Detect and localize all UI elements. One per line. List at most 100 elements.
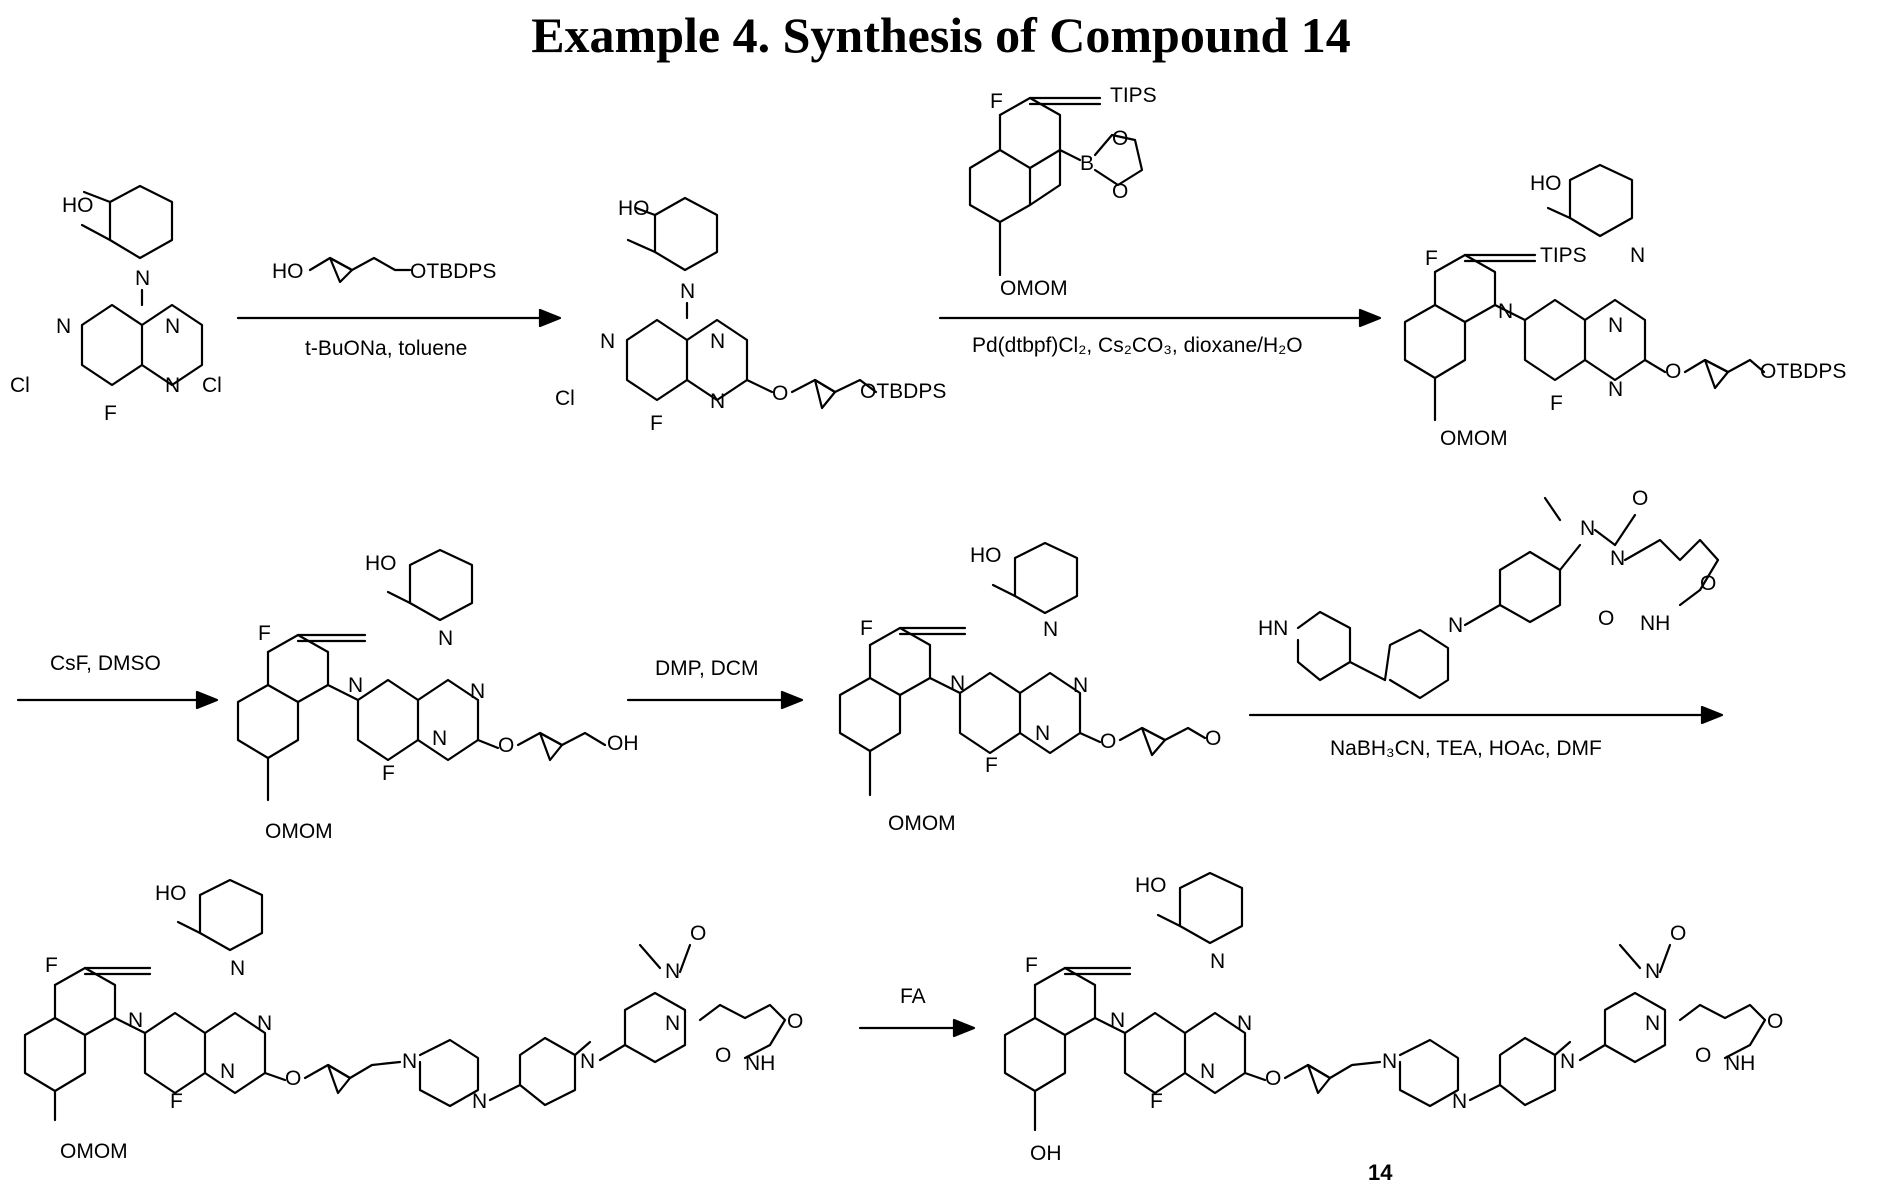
atom-label: O — [1665, 360, 1681, 383]
compound-14: HO N F N N N F O N N N N N O O O NH — [1005, 873, 1783, 1185]
atom-label: O — [1700, 572, 1716, 595]
atom-label: OMOM — [888, 812, 956, 835]
atom-label: NH — [1725, 1052, 1755, 1075]
step-5-label: NaBH₃CN, TEA, HOAc, DMF — [1330, 737, 1602, 760]
atom-label: F — [382, 762, 395, 785]
atom-label: N — [1382, 1050, 1397, 1073]
atom-label: OTBDPS — [860, 380, 946, 403]
atom-label: OMOM — [265, 820, 333, 843]
boronate-reagent: F TIPS B O O OMOM — [970, 84, 1157, 300]
atom-label: N — [1210, 950, 1225, 973]
atom-label: Cl — [555, 387, 575, 410]
atom-label: F — [170, 1090, 183, 1113]
atom-label: O — [787, 1010, 803, 1033]
atom-label: O — [1670, 922, 1686, 945]
atom-label: N — [128, 1009, 143, 1032]
atom-label: HO — [1530, 172, 1562, 195]
step-3-label: CsF, DMSO — [50, 652, 161, 675]
atom-label: N — [1200, 1060, 1215, 1083]
intermediate-4: HO N F N N N F O O OMOM — [840, 543, 1221, 835]
step-6-label: FA — [900, 985, 926, 1008]
atom-label: N — [580, 1050, 595, 1073]
atom-label: N — [1073, 674, 1088, 697]
atom-label: O — [1767, 1010, 1783, 1033]
step-2-label: Pd(dtbpf)Cl₂, Cs₂CO₃, dioxane/H₂O — [972, 334, 1303, 357]
atom-label: O — [1100, 730, 1116, 753]
atom-label: N — [230, 957, 245, 980]
atom-label: N — [1608, 314, 1623, 337]
atom-label: O — [1112, 180, 1128, 203]
atom-label: N — [472, 1090, 487, 1113]
atom-label: HO — [970, 544, 1002, 567]
atom-label: F — [258, 622, 271, 645]
reaction-arrow-5: NaBH₃CN, TEA, HOAc, DMF — [1250, 707, 1722, 760]
atom-label: NH — [745, 1052, 775, 1075]
atom-label: F — [860, 617, 873, 640]
reaction-arrow-1: HO OTBDPS t-BuONa, toluene — [238, 258, 560, 360]
atom-label: OH — [1030, 1142, 1062, 1165]
intermediate-1: HO N N N N Cl F O OTBDPS — [555, 197, 946, 435]
atom-label: N — [1645, 960, 1660, 983]
atom-label: NH — [1640, 612, 1670, 635]
reaction-arrow-2: Pd(dtbpf)Cl₂, Cs₂CO₃, dioxane/H₂O — [940, 310, 1380, 357]
atom-label: O — [772, 382, 788, 405]
atom-label: Cl — [10, 374, 30, 397]
atom-label: HO — [365, 552, 397, 575]
atom-label: TIPS — [1110, 84, 1157, 107]
atom-label: N — [1645, 1012, 1660, 1035]
atom-label: O — [1265, 1067, 1281, 1090]
atom-label: N — [1237, 1012, 1252, 1035]
atom-label: N — [402, 1050, 417, 1073]
atom-label: HN — [1258, 617, 1288, 640]
atom-label: N — [1608, 378, 1623, 401]
atom-label: N — [1035, 722, 1050, 745]
atom-label: N — [1610, 547, 1625, 570]
atom-label: OTBDPS — [1760, 360, 1846, 383]
atom-label: HO — [155, 882, 187, 905]
reaction-arrow-3: CsF, DMSO — [18, 652, 217, 708]
atom-label: O — [690, 922, 706, 945]
atom-label: N — [665, 1012, 680, 1035]
intermediate-5: HO N F N N N F O N N N N N O O O NH — [25, 880, 803, 1163]
atom-label: F — [104, 402, 117, 425]
atom-label: HO — [618, 197, 650, 220]
atom-label: O — [1632, 487, 1648, 510]
atom-label: N — [1452, 1090, 1467, 1113]
atom-label: HO — [62, 194, 94, 217]
atom-label: N — [1043, 618, 1058, 641]
atom-label: N — [348, 674, 363, 697]
reaction-arrow-6: FA — [860, 985, 974, 1036]
reagent-label: OTBDPS — [410, 260, 496, 283]
atom-label: N — [600, 330, 615, 353]
reaction-arrow-4: DMP, DCM — [628, 657, 802, 708]
atom-label: N — [165, 374, 180, 397]
atom-label: N — [56, 315, 71, 338]
atom-label: O — [1598, 607, 1614, 630]
atom-label: OMOM — [60, 1140, 128, 1163]
atom-label: F — [650, 412, 663, 435]
intermediate-3: HO N F N N N F O OH OMOM — [238, 550, 639, 843]
atom-label: N — [1580, 517, 1595, 540]
atom-label: O — [1112, 127, 1128, 150]
atom-label: F — [985, 754, 998, 777]
atom-label: N — [135, 267, 150, 290]
piperazine-reagent: HN N N N O O O NH — [1258, 487, 1718, 698]
step-1-label: t-BuONa, toluene — [305, 337, 467, 360]
atom-label: O — [498, 734, 514, 757]
atom-label: B — [1080, 152, 1094, 175]
atom-label: N — [1630, 244, 1645, 267]
atom-label: F — [1025, 954, 1038, 977]
atom-label: N — [1110, 1009, 1125, 1032]
atom-label: O — [1205, 727, 1221, 750]
atom-label: N — [665, 960, 680, 983]
atom-label: N — [257, 1012, 272, 1035]
atom-label: TIPS — [1540, 244, 1587, 267]
reagent-label: HO — [272, 260, 304, 283]
atom-label: OMOM — [1000, 277, 1068, 300]
atom-label: O — [1695, 1044, 1711, 1067]
starting-material: HO N N N N Cl Cl F — [10, 186, 222, 425]
atom-label: F — [45, 954, 58, 977]
atom-label: N — [432, 727, 447, 750]
atom-label: N — [220, 1060, 235, 1083]
